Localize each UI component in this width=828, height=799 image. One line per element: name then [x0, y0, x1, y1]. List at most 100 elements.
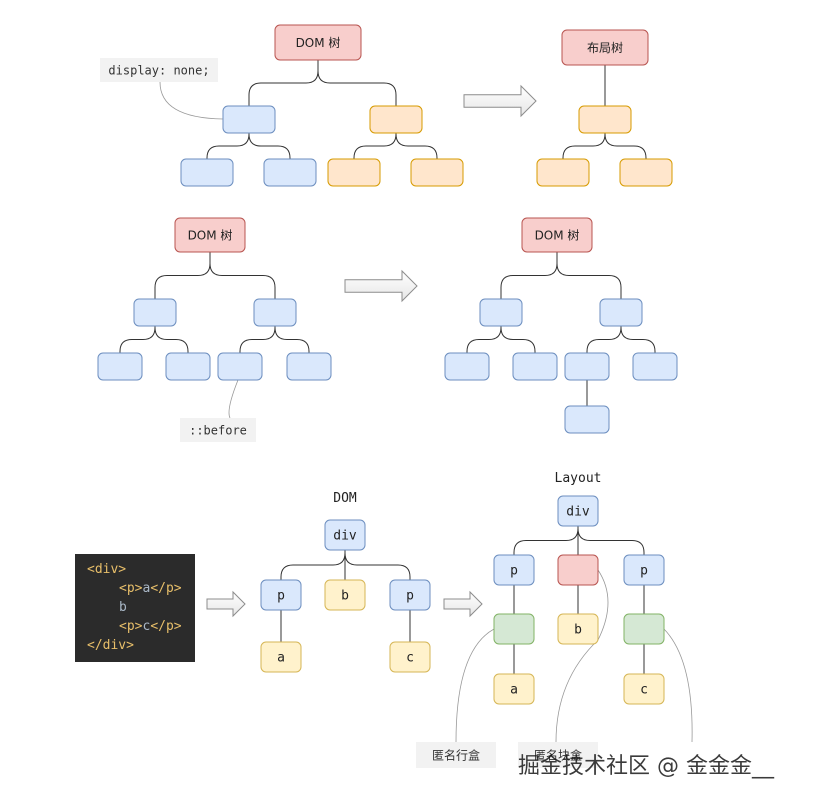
tree-edge	[562, 133, 606, 159]
p-node-label: p	[406, 589, 414, 604]
tree-edge	[317, 60, 397, 106]
tree-edge	[586, 326, 622, 353]
blue-node	[599, 298, 643, 327]
blue-leaf-node	[180, 158, 234, 187]
orange-leaf-node	[327, 158, 381, 187]
tree-edge	[274, 326, 310, 353]
pseudo-element-node	[564, 405, 610, 434]
tree-edge	[620, 326, 656, 353]
before-pointer	[228, 379, 239, 419]
code-token: <p>	[119, 619, 143, 634]
inline-pointer	[663, 628, 693, 743]
layout-title: Layout	[555, 471, 602, 486]
tree-edge	[209, 252, 276, 299]
a-text-node: a	[260, 641, 302, 673]
div-node-label: div	[333, 529, 357, 544]
tree-edge	[577, 526, 645, 555]
blue-leaf-node	[217, 352, 263, 381]
tree-edge	[280, 550, 346, 580]
blue-node	[479, 298, 523, 327]
orange-leaf-node	[536, 158, 590, 187]
block-pointer	[555, 569, 609, 743]
p-node-label: p	[510, 564, 518, 579]
display-none-note-text: display: none;	[108, 64, 209, 78]
code-line: </div>	[87, 638, 134, 653]
tree-edge	[353, 133, 397, 159]
dom-root-node: DOM 树	[174, 217, 246, 253]
c-text-node-label: c	[640, 683, 648, 698]
display-none-note: display: none;	[100, 58, 218, 82]
b-text-node-label: b	[574, 623, 582, 638]
code-token: </div>	[87, 638, 134, 653]
code-token: </p>	[150, 619, 181, 634]
code-token: </p>	[150, 581, 181, 596]
anonymous-inline-box	[623, 613, 665, 645]
orange-node	[578, 105, 632, 134]
tree-edge	[604, 133, 647, 159]
tree-edge	[154, 326, 189, 353]
anonymous-inline-box	[493, 613, 535, 645]
code-line: <div>	[87, 562, 126, 577]
blue-leaf-node	[97, 352, 143, 381]
p-node: p	[493, 554, 535, 586]
dom-root-node-label: DOM 树	[535, 228, 580, 243]
transform-arrow	[206, 590, 246, 618]
orange-leaf-node	[410, 158, 464, 187]
c-text-node: c	[623, 673, 665, 705]
a-text-node-label: a	[277, 651, 285, 666]
transform-arrow	[344, 269, 418, 303]
tree-edge	[500, 252, 558, 299]
p-node-label: p	[277, 589, 285, 604]
tree-edge	[248, 133, 291, 159]
before-note-text: ::before	[189, 424, 247, 438]
display-none-pointer	[159, 81, 224, 120]
code-token: <p>	[119, 581, 143, 596]
watermark: 掘金技术社区 @ 金金金__	[518, 754, 775, 779]
tree-edge	[206, 133, 250, 159]
div-node: div	[557, 495, 599, 527]
anonymous-block-box	[557, 554, 599, 586]
layout-root-node: 布局树	[561, 29, 649, 66]
blue-node	[133, 298, 177, 327]
before-note: ::before	[180, 418, 256, 442]
tree-edge	[395, 133, 438, 159]
tree-edge	[239, 326, 276, 353]
c-text-node: c	[389, 641, 431, 673]
p-node: p	[623, 554, 665, 586]
tree-edge	[248, 60, 319, 106]
tree-edge	[466, 326, 502, 353]
b-text-node: b	[324, 579, 366, 611]
blue-node	[253, 298, 297, 327]
tree-edge	[500, 326, 536, 353]
orange-node	[369, 105, 423, 134]
transform-arrow	[463, 84, 537, 118]
blue-leaf-node	[512, 352, 558, 381]
transform-arrow	[443, 590, 483, 618]
dom-root-node: DOM 树	[274, 24, 362, 61]
dom-title: DOM	[333, 491, 357, 506]
div-node: div	[324, 519, 366, 551]
b-text-node: b	[557, 613, 599, 645]
tree-edge	[154, 252, 211, 299]
blue-leaf-node	[165, 352, 211, 381]
div-node-label: div	[566, 505, 590, 520]
code-token: <div>	[87, 562, 126, 577]
p-node-label: p	[640, 564, 648, 579]
anonymous-block-note-text: 匿名块盒	[534, 748, 582, 763]
a-text-node: a	[493, 673, 535, 705]
code-line: b	[119, 600, 127, 615]
code-line: <p>c</p>	[119, 619, 182, 634]
tree-edge	[513, 526, 579, 555]
blue-leaf-node	[632, 352, 678, 381]
c-text-node-label: c	[406, 651, 414, 666]
anonymous-inline-note-text: 匿名行盒	[432, 748, 480, 763]
tree-edge	[556, 252, 622, 299]
blue-leaf-node	[286, 352, 332, 381]
p-node: p	[389, 579, 431, 611]
p-node: p	[260, 579, 302, 611]
dom-root-node-label: DOM 树	[188, 228, 233, 243]
anonymous-block-note: 匿名块盒	[518, 742, 598, 768]
blue-node	[222, 105, 276, 134]
code-token: c	[142, 619, 150, 634]
dom-root-node: DOM 树	[521, 217, 593, 253]
